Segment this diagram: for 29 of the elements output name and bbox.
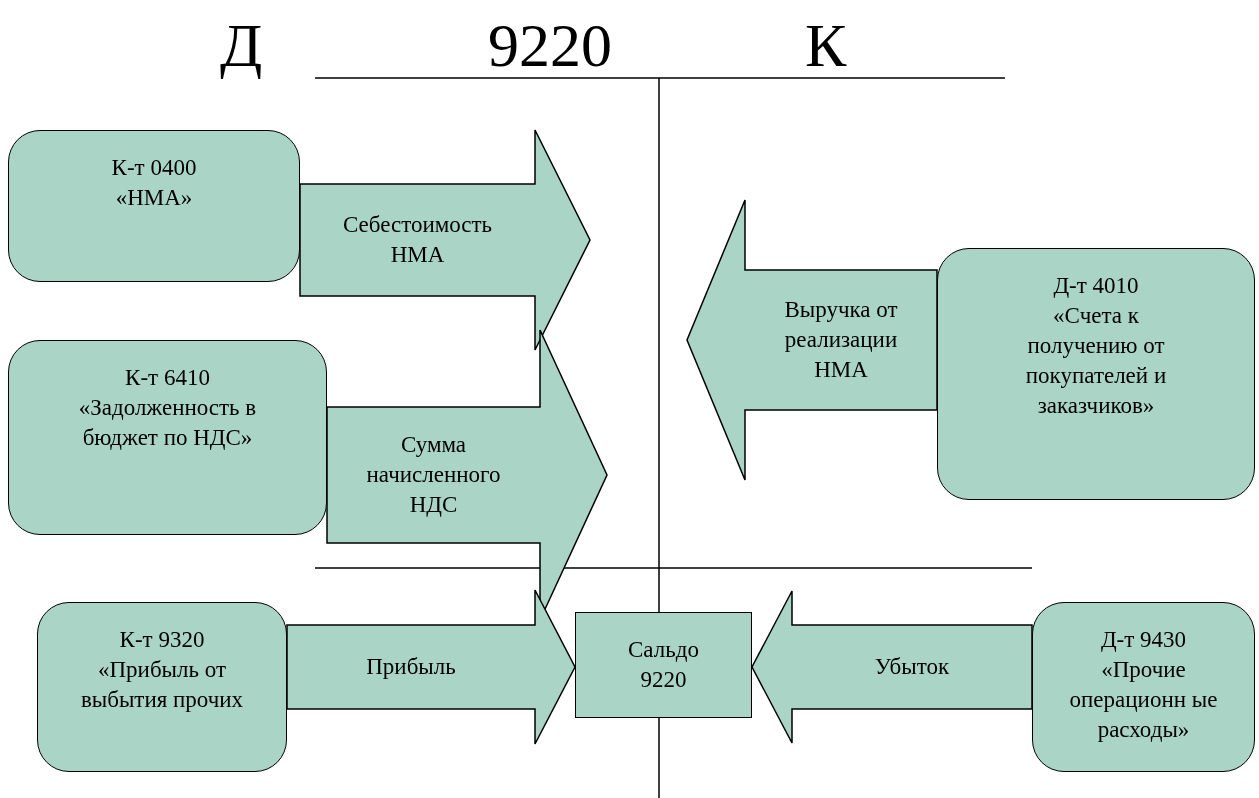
account-name: «Прибыль от выбытия прочих [79,656,245,714]
account-name: «НМА» [115,184,193,212]
account-number: К-т 0400 [111,154,197,182]
edge-label: Выручка от реализации НМА [783,296,899,384]
block-arrow [299,129,591,351]
block-arrow [286,589,576,745]
account-name: «Счета к получению от покупателей и заказчиков» [1024,302,1168,420]
edge-label: Сумма начисленного НДС [365,431,502,519]
account-heading: К [805,10,847,80]
account-box [8,340,327,535]
account-number: К-т 9320 [119,626,205,654]
account-heading: 9220 [488,10,612,80]
account-box [8,130,300,282]
account-box [1032,602,1255,772]
block-arrow [751,590,1033,744]
account-heading: Д [220,10,263,80]
edge-label: Себестоимость НМА [341,211,494,269]
account-number: К-т 6410 [125,364,210,392]
edge-label: Прибыль [366,653,456,681]
account-number: Д-т 9430 [1100,626,1187,654]
account-number: Д-т 4010 [1053,272,1139,300]
block-arrow [686,199,938,481]
account-box [937,248,1255,500]
account-box [37,602,287,772]
edge-label: Убыток [874,653,950,681]
balance-box [575,612,752,718]
account-name: «Задолженность в бюджет по НДС» [77,394,258,452]
account-name: «Прочие операционн ые расходы» [1068,656,1219,744]
balance-label: Сальдо 9220 [627,636,700,694]
